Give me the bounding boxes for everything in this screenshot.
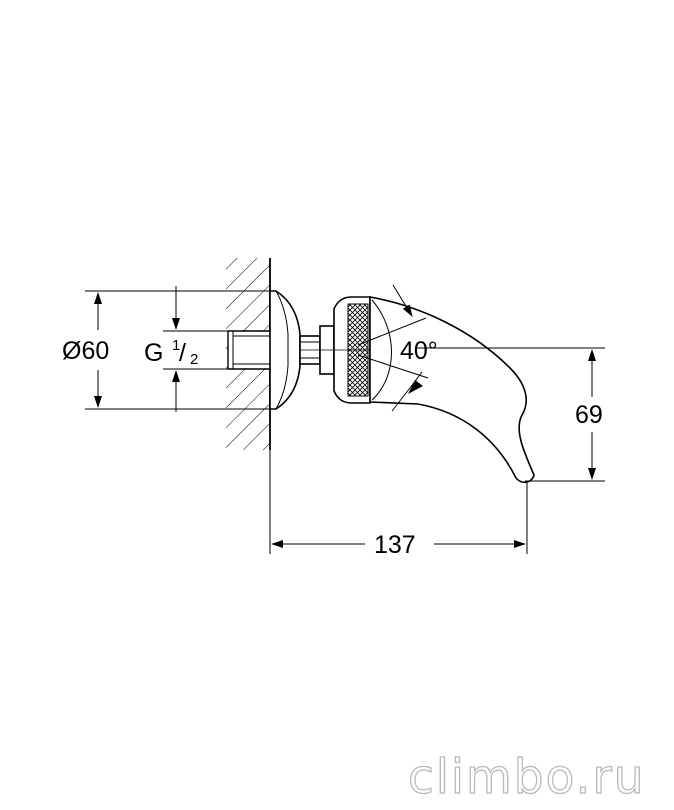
diameter-label: Ø60 xyxy=(62,337,109,365)
thread-fraction-slash: / xyxy=(179,339,186,367)
wall-flange xyxy=(269,290,301,410)
watermark: climbo.ru xyxy=(408,750,646,805)
thread-fraction-denominator: 2 xyxy=(190,351,198,368)
length-dimension xyxy=(269,450,528,554)
threaded-pipe xyxy=(227,330,276,370)
height-dimension xyxy=(415,347,605,482)
angle-dimension xyxy=(357,284,429,412)
height-label: 69 xyxy=(575,401,603,429)
length-label: 137 xyxy=(374,531,416,559)
angle-label: 40° xyxy=(400,337,438,365)
spout xyxy=(369,296,535,484)
diameter-dimension xyxy=(85,290,270,410)
thread-label: G xyxy=(144,339,163,367)
thread-dimension xyxy=(163,286,228,412)
thread-fraction-numerator: 1 xyxy=(172,337,180,354)
